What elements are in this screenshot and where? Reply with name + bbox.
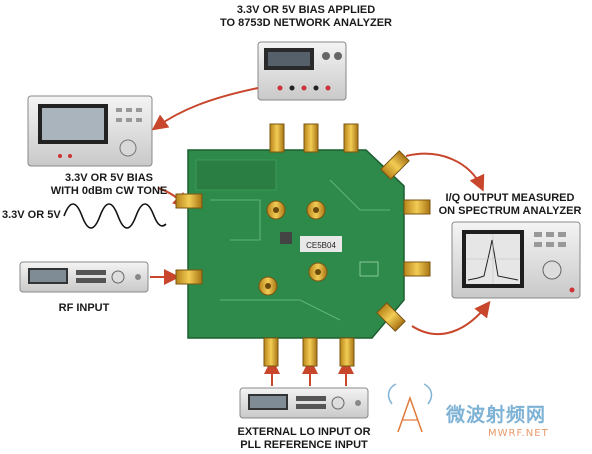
lo-input-label: EXTERNAL LO INPUT OR PLL REFERENCE INPUT: [216, 426, 392, 452]
lo-signal-generator: [239, 387, 369, 419]
network-analyzer-label-line1: 3.3V OR 5V BIAS APPLIED: [236, 4, 376, 16]
network-analyzer-instrument: [27, 95, 153, 167]
power-supply-instrument: [257, 41, 347, 101]
sine-wave-icon: [63, 203, 167, 229]
watermark-url: MWRF.NET: [488, 428, 549, 439]
bias-label-line2: WITH 0dBm CW TONE: [50, 185, 168, 197]
evaluation-board: CE5B04: [187, 149, 405, 339]
watermark-cn: 微波射频网: [446, 404, 547, 426]
network-analyzer-label: 3.3V OR 5V BIAS APPLIED TO 8753D NETWORK…: [196, 4, 416, 30]
iq-output-label-line2: ON SPECTRUM ANALYZER: [438, 205, 582, 217]
lo-input-label-line2: PLL REFERENCE INPUT: [240, 439, 368, 451]
arrow-board-to-spectrum-bottom: [411, 300, 491, 336]
bias-label-line1: 3.3V OR 5V BIAS: [64, 172, 154, 184]
spectrum-analyzer-instrument: [451, 221, 581, 299]
arrow-board-to-spectrum-top: [405, 152, 485, 192]
arrow-psu-to-analyzer: [151, 87, 259, 131]
bias-voltage-label: 3.3V OR 5V: [2, 209, 61, 221]
bias-label: 3.3V OR 5V BIAS WITH 0dBm CW TONE: [34, 172, 184, 198]
iq-output-label-line1: I/Q OUTPUT MEASURED: [445, 192, 575, 204]
watermark-antenna-icon: [387, 383, 433, 433]
rf-input-label: RF INPUT: [58, 302, 110, 314]
lo-input-label-line1: EXTERNAL LO INPUT OR: [237, 426, 371, 438]
network-analyzer-label-line2: TO 8753D NETWORK ANALYZER: [220, 17, 392, 29]
chip-label: CE5B04: [306, 241, 336, 250]
rf-signal-generator: [19, 261, 149, 293]
sma-connectors: [175, 123, 431, 367]
iq-output-label: I/Q OUTPUT MEASURED ON SPECTRUM ANALYZER: [430, 192, 590, 218]
